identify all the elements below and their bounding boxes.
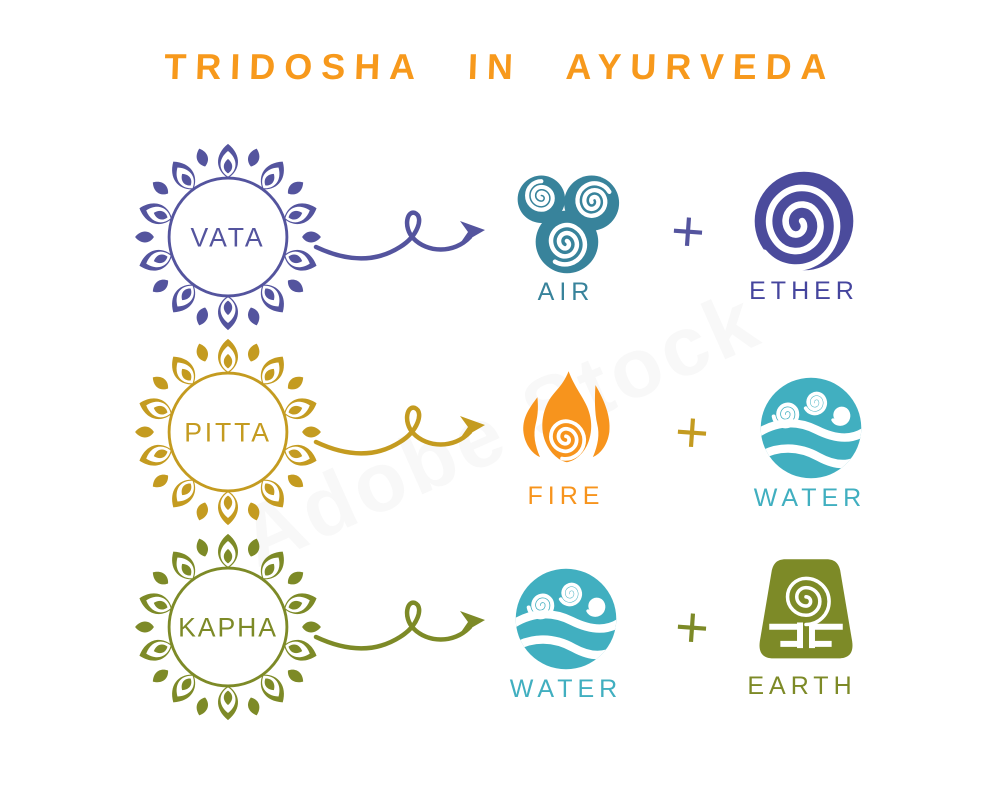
curvy-arrow-icon: [310, 396, 500, 476]
element-label-earth: EARTH: [747, 672, 857, 700]
water-icon: [757, 374, 865, 482]
element-label-ether: ETHER: [749, 277, 859, 305]
dosha-label-pitta: PITTA: [184, 418, 272, 448]
plus-sign: +: [672, 398, 712, 466]
curvy-arrow-icon: [310, 201, 500, 281]
element-label-water: WATER: [753, 484, 867, 512]
dosha-label-vata: VATA: [191, 223, 266, 253]
ether-icon: [749, 166, 859, 276]
kapha-mandala-icon: KAPHA: [133, 532, 323, 722]
air-icon: [517, 163, 620, 281]
plus-sign: +: [672, 593, 712, 661]
earth-icon: [759, 559, 853, 659]
element-label-fire: FIRE: [527, 482, 605, 510]
fire-icon: [523, 371, 610, 464]
page-title: TRIDOSHA IN AYURVEDA: [163, 46, 837, 87]
curvy-arrow-icon: [310, 591, 500, 671]
pitta-mandala-icon: PITTA: [133, 337, 323, 527]
plus-sign: +: [668, 197, 708, 265]
element-label-water: WATER: [509, 675, 623, 703]
element-label-air: AIR: [537, 278, 595, 306]
vata-mandala-icon: VATA: [133, 142, 323, 332]
dosha-label-kapha: KAPHA: [178, 613, 278, 643]
water-icon: [512, 565, 620, 673]
